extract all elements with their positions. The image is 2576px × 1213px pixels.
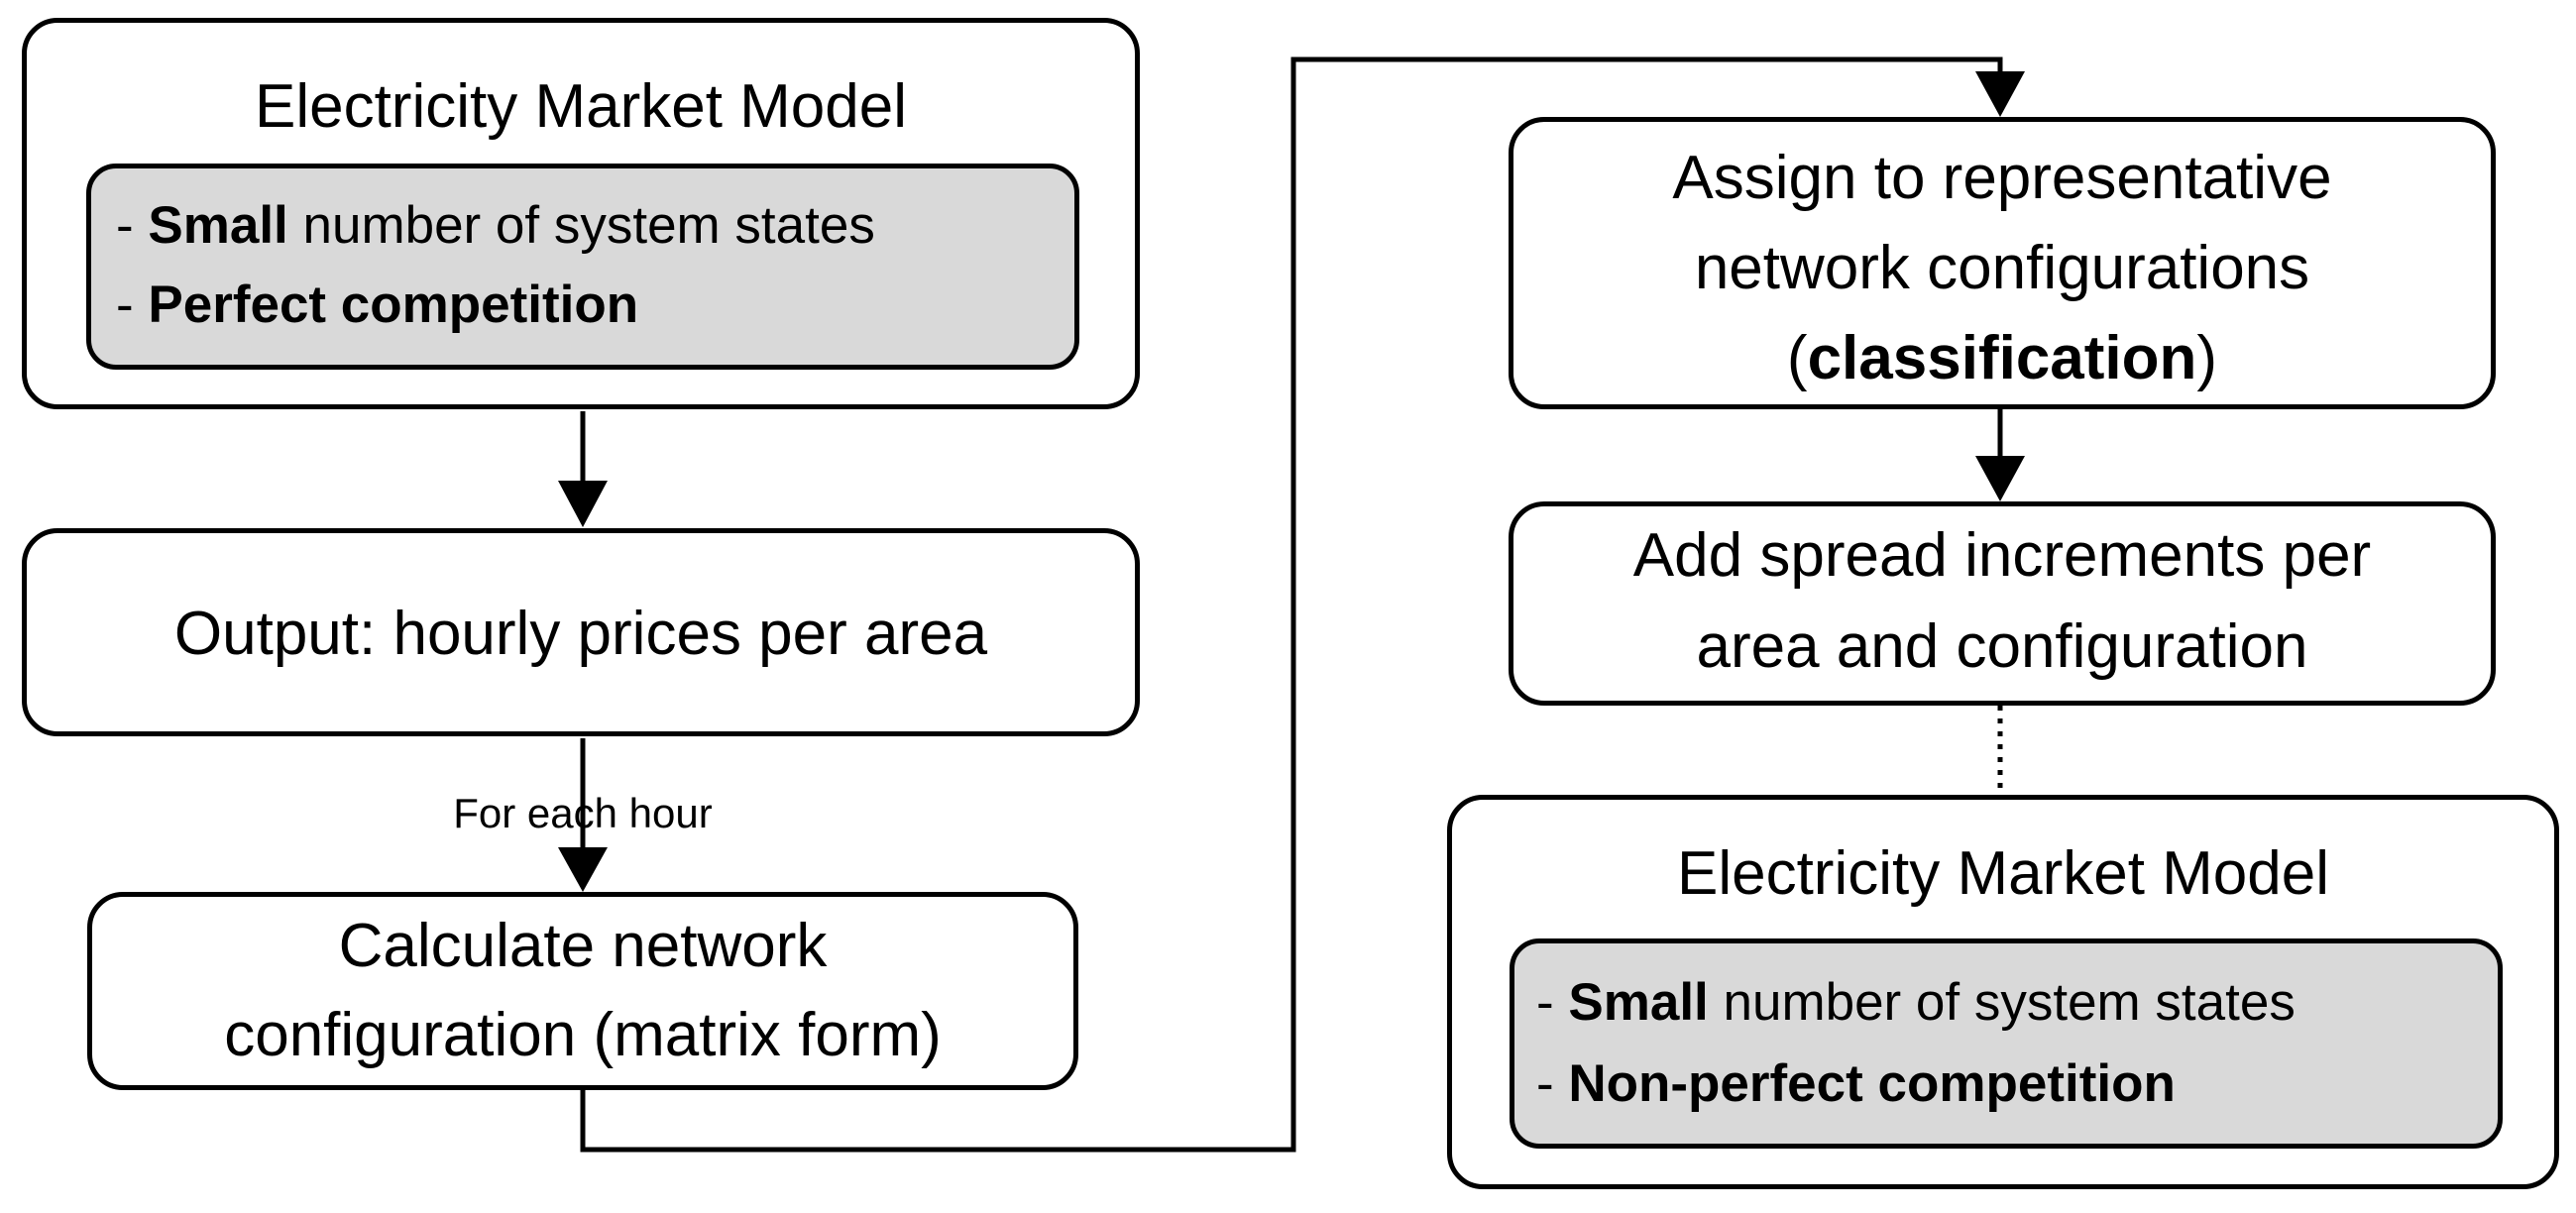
loop-label: For each hour bbox=[453, 790, 713, 836]
assumption-item: - Small number of system states bbox=[1536, 973, 2296, 1032]
arrow-calc-to-assign bbox=[580, 56, 2003, 1153]
assign-line-3: (classification) bbox=[1786, 324, 2218, 392]
output-text: Output: hourly prices per area bbox=[173, 600, 988, 668]
calc-line-2: configuration (matrix form) bbox=[224, 1001, 942, 1069]
assign-line-2: network configurations bbox=[1694, 234, 2310, 302]
assumption-item: - Small number of system states bbox=[116, 196, 875, 255]
market-model-box-nonperfect: Electricity Market Model - Small number … bbox=[1447, 795, 2559, 1189]
assumption-item: - Perfect competition bbox=[116, 276, 639, 334]
calc-line-1: Calculate network bbox=[338, 912, 828, 980]
arrowhead-output-to-calc bbox=[558, 847, 608, 892]
spread-box: Add spread increments per area and confi… bbox=[1509, 501, 2496, 706]
market-model-title: Electricity Market Model bbox=[254, 72, 908, 141]
market-model-box-perfect: Electricity Market Model - Small number … bbox=[22, 18, 1140, 409]
assign-box: Assign to representative network configu… bbox=[1509, 117, 2496, 409]
market-model-assumptions: - Small number of system states - Non-pe… bbox=[1510, 938, 2503, 1149]
assign-line-1: Assign to representative bbox=[1672, 144, 2332, 212]
market-model-title: Electricity Market Model bbox=[1676, 839, 2330, 908]
spread-line-2: area and configuration bbox=[1696, 612, 2308, 681]
assumption-item: - Non-perfect competition bbox=[1536, 1054, 2176, 1113]
arrowhead-calc-to-assign bbox=[1975, 71, 2025, 117]
market-model-assumptions: - Small number of system states - Perfec… bbox=[86, 164, 1079, 370]
output-box: Output: hourly prices per area bbox=[22, 528, 1140, 736]
arrowhead-model-to-output bbox=[558, 481, 608, 527]
arrowhead-assign-to-spread bbox=[1975, 456, 2025, 501]
spread-line-1: Add spread increments per bbox=[1632, 521, 2372, 590]
calc-network-box: Calculate network configuration (matrix … bbox=[87, 892, 1078, 1090]
